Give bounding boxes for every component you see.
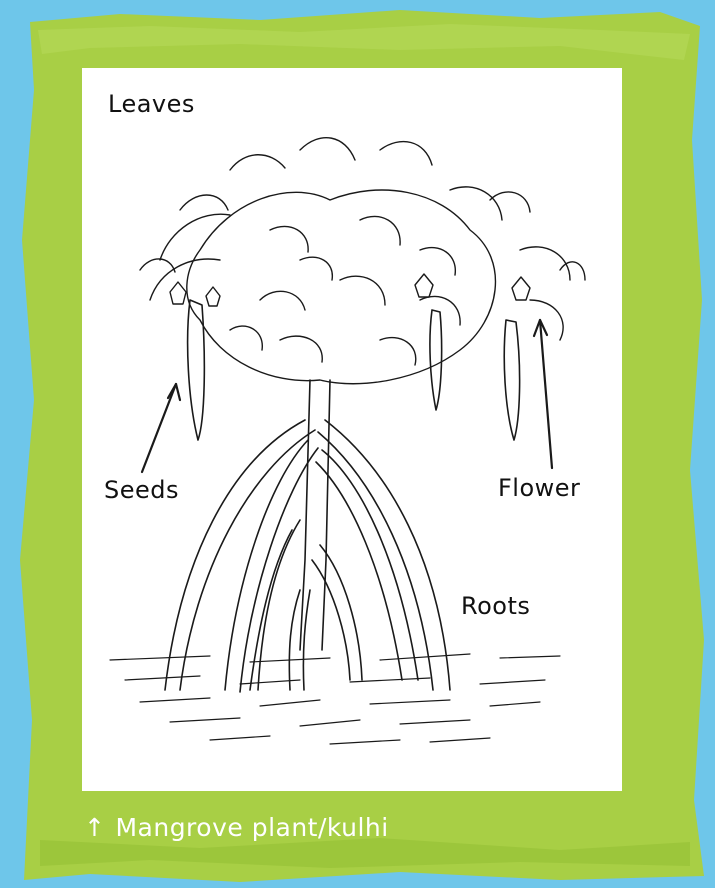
arrow-up-icon: ↑ <box>84 813 105 842</box>
caption-text: Mangrove plant/kulhi <box>115 813 388 842</box>
water-lines <box>110 654 560 744</box>
flowers <box>170 274 530 306</box>
figure-caption: ↑ Mangrove plant/kulhi <box>84 813 389 842</box>
seed-pods <box>188 300 520 440</box>
label-seeds: Seeds <box>104 476 179 504</box>
label-roots: Roots <box>461 592 530 620</box>
label-leaves: Leaves <box>108 90 195 118</box>
label-flower: Flower <box>498 474 580 502</box>
